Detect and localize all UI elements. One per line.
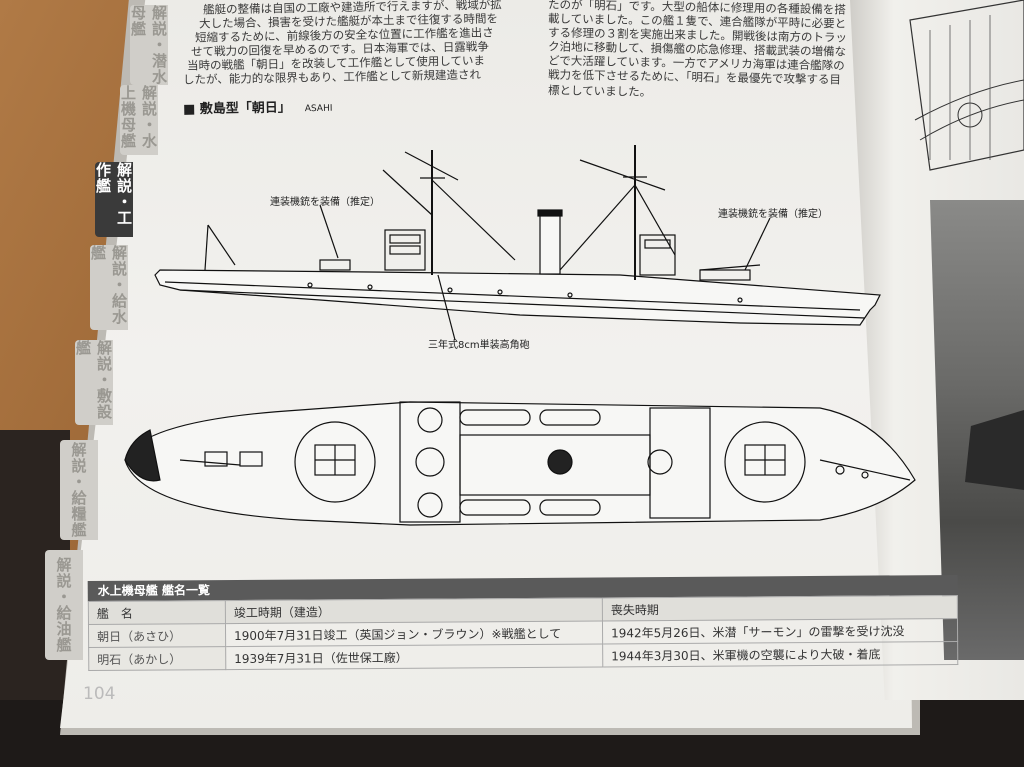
side-profile-view [154, 145, 881, 341]
page-number: 104 [83, 684, 116, 704]
table-grid: 艦 名 竣工時期（建造） 喪失時期 朝日（あさひ） 1900年7月31日竣工（英… [88, 595, 958, 671]
ship-name-table: 水上機母艦 艦名一覧 艦 名 竣工時期（建造） 喪失時期 朝日（あさひ） 190… [87, 574, 959, 676]
column-header: 竣工時期（建造） [225, 597, 603, 624]
table-cell: 1900年7月31日竣工（英国ジョン・ブラウン）※戦艦として [225, 620, 603, 647]
ship-line-drawing [124, 145, 916, 526]
callout-right: 連装機銃を装備（推定） [718, 209, 828, 220]
tab-supply-ship: 解説・給糧艦 [60, 440, 98, 540]
tab-seaplane-tender: 解説・水上機母艦 [119, 85, 158, 155]
section-title-en: ASAHI [304, 103, 333, 115]
table-cell: 1944年3月30日、米軍機の空襲により大破・着底 [602, 641, 958, 667]
table-cell: 1939年7月31日（佐世保工廠） [225, 643, 603, 670]
top-down-plan-view [124, 401, 916, 526]
tab-minelayer: 解説・敷設艦 [74, 340, 113, 425]
table-cell: 明石（あかし） [88, 646, 226, 671]
column-header: 喪失時期 [602, 595, 958, 621]
callout-left: 連装機銃を装備（推定） [270, 197, 380, 208]
column-header: 艦 名 [88, 600, 226, 625]
table-cell: 1942年5月26日、米潜「サーモン」の雷撃を受け沈没 [602, 618, 958, 644]
text-line: 標としていました。 [547, 83, 652, 99]
section-title: ■ 敷島型「朝日」 ASAHI [182, 96, 333, 118]
callout-bottom: 三年式8cm単装高角砲 [428, 340, 530, 351]
table-cell: 朝日（あさひ） [88, 623, 226, 648]
tab-water-carrier: 解説・給水艦 [89, 245, 128, 330]
section-title-jp: ■ 敷島型「朝日」 [182, 100, 291, 118]
right-page-ship-drawing [909, 0, 1024, 171]
tab-submarine-tender: 解説・潜水母艦 [129, 5, 168, 85]
tab-repair-ship: 解説・工作艦 [94, 162, 133, 237]
tab-oiler: 解説・給油艦 [45, 550, 83, 660]
table-row: 明石（あかし） 1939年7月31日（佐世保工廠） 1944年3月30日、米軍機… [88, 641, 958, 671]
